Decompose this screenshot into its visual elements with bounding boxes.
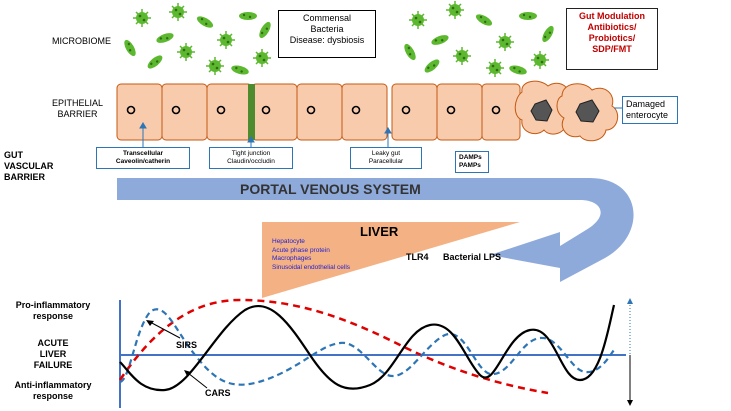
liver-item-acute-phase: Acute phase protein — [272, 246, 330, 254]
damps-line2: PAMPs — [459, 162, 481, 169]
liver-title: LIVER — [360, 224, 399, 239]
epithelial-label-line1: EPITHELIAL — [52, 98, 104, 108]
red-dashed-curve — [118, 298, 549, 395]
epithelial-label-line2: BARRIER — [57, 109, 98, 119]
transcellular-line1: Transcellular — [122, 150, 164, 157]
portal-venous-label: PORTAL VENOUS SYSTEM — [240, 181, 421, 197]
damaged-line1: Damaged — [626, 99, 666, 109]
gut-modulation-line2: Antibiotics/ — [587, 22, 637, 32]
damaged-enterocyte-box: Damaged enterocyte — [622, 96, 678, 124]
alf-label-line3: FAILURE — [33, 360, 73, 370]
gut-label-line2: VASCULAR — [4, 161, 54, 171]
pro-label-line1: Pro-inflammatory — [15, 300, 91, 310]
tight-junction-box: Tight junction Claudin/occludin — [209, 147, 293, 169]
sirs-pointer — [149, 321, 181, 339]
tlr4-label: TLR4 — [406, 252, 429, 262]
gut-label-line3: BARRIER — [4, 172, 46, 182]
damps-line1: DAMPs — [459, 154, 482, 161]
pro-label-line2: response — [32, 311, 74, 321]
liver-item-hepatocyte: Hepatocyte — [272, 238, 305, 245]
commensal-box: Commensal Bacteria Disease: dysbiosis — [278, 10, 376, 58]
liver-item-macrophages: Macrophages — [272, 255, 312, 262]
alf-label-line2: LIVER — [39, 349, 67, 359]
pro-inflammatory-label: Pro-inflammatory response — [8, 300, 98, 322]
cars-curve — [119, 304, 616, 392]
gut-modulation-line4: SDP/FMT — [592, 44, 632, 54]
epithelial-label: EPITHELIAL BARRIER — [52, 98, 103, 120]
commensal-line1: Commensal — [302, 13, 351, 23]
damaged-line2: enterocyte — [626, 110, 669, 120]
transcellular-box: Transcellular Caveolin/catherin — [96, 147, 190, 169]
liver-cell-list: Hepatocyte Acute phase protein Macrophag… — [272, 238, 350, 272]
leaky-gut-box: Leaky gut Paracellular — [350, 147, 422, 169]
anti-label-line1: Anti-inflammatory — [14, 380, 92, 390]
cars-label: CARS — [205, 388, 231, 398]
sirs-label: SIRS — [176, 340, 198, 350]
bacterial-lps-label: Bacterial LPS — [443, 252, 502, 262]
microbiome-label: MICROBIOME — [52, 36, 112, 46]
damps-box: DAMPs PAMPs — [455, 151, 489, 173]
liver-item-sinusoidal: Sinusoidal endothelial cells — [272, 263, 351, 271]
transcellular-line2: Caveolin/catherin — [115, 158, 171, 165]
damaged-enterocytes — [514, 80, 619, 142]
gut-vascular-label: GUT VASCULAR BARRIER — [4, 150, 53, 183]
acute-liver-failure-label: ACUTE LIVER FAILURE — [28, 338, 78, 371]
tight-junction-line1: Tight junction — [231, 150, 271, 157]
gut-modulation-line1: Gut Modulation — [579, 11, 645, 21]
portal-venous-arrow — [117, 178, 634, 282]
commensal-line2: Bacteria — [310, 24, 344, 34]
liver-triangle — [262, 222, 520, 298]
tight-junction-line2: Claudin/occludin — [227, 158, 275, 165]
leaky-gut-line1: Leaky gut — [371, 150, 401, 157]
tight-junction-marker — [248, 84, 255, 140]
bacteria-cluster-right — [402, 0, 556, 78]
commensal-line3: Disease: dysbiosis — [289, 35, 365, 45]
alf-label-line1: ACUTE — [37, 338, 69, 348]
cars-pointer — [187, 372, 208, 389]
bacteria-cluster-left — [122, 2, 273, 77]
anti-inflammatory-label: Anti-inflammatory response — [8, 380, 98, 402]
epithelial-cells — [116, 83, 521, 141]
leaky-gut-line2: Paracellular — [368, 158, 404, 165]
gut-modulation-box: Gut Modulation Antibiotics/ Probiotics/ … — [566, 8, 658, 70]
anti-label-line2: response — [32, 391, 74, 401]
gut-label-line1: GUT — [4, 150, 23, 160]
epithelial-pointer-arrows — [139, 122, 392, 147]
response-chart — [118, 298, 633, 408]
gut-modulation-line3: Probiotics/ — [588, 33, 636, 43]
